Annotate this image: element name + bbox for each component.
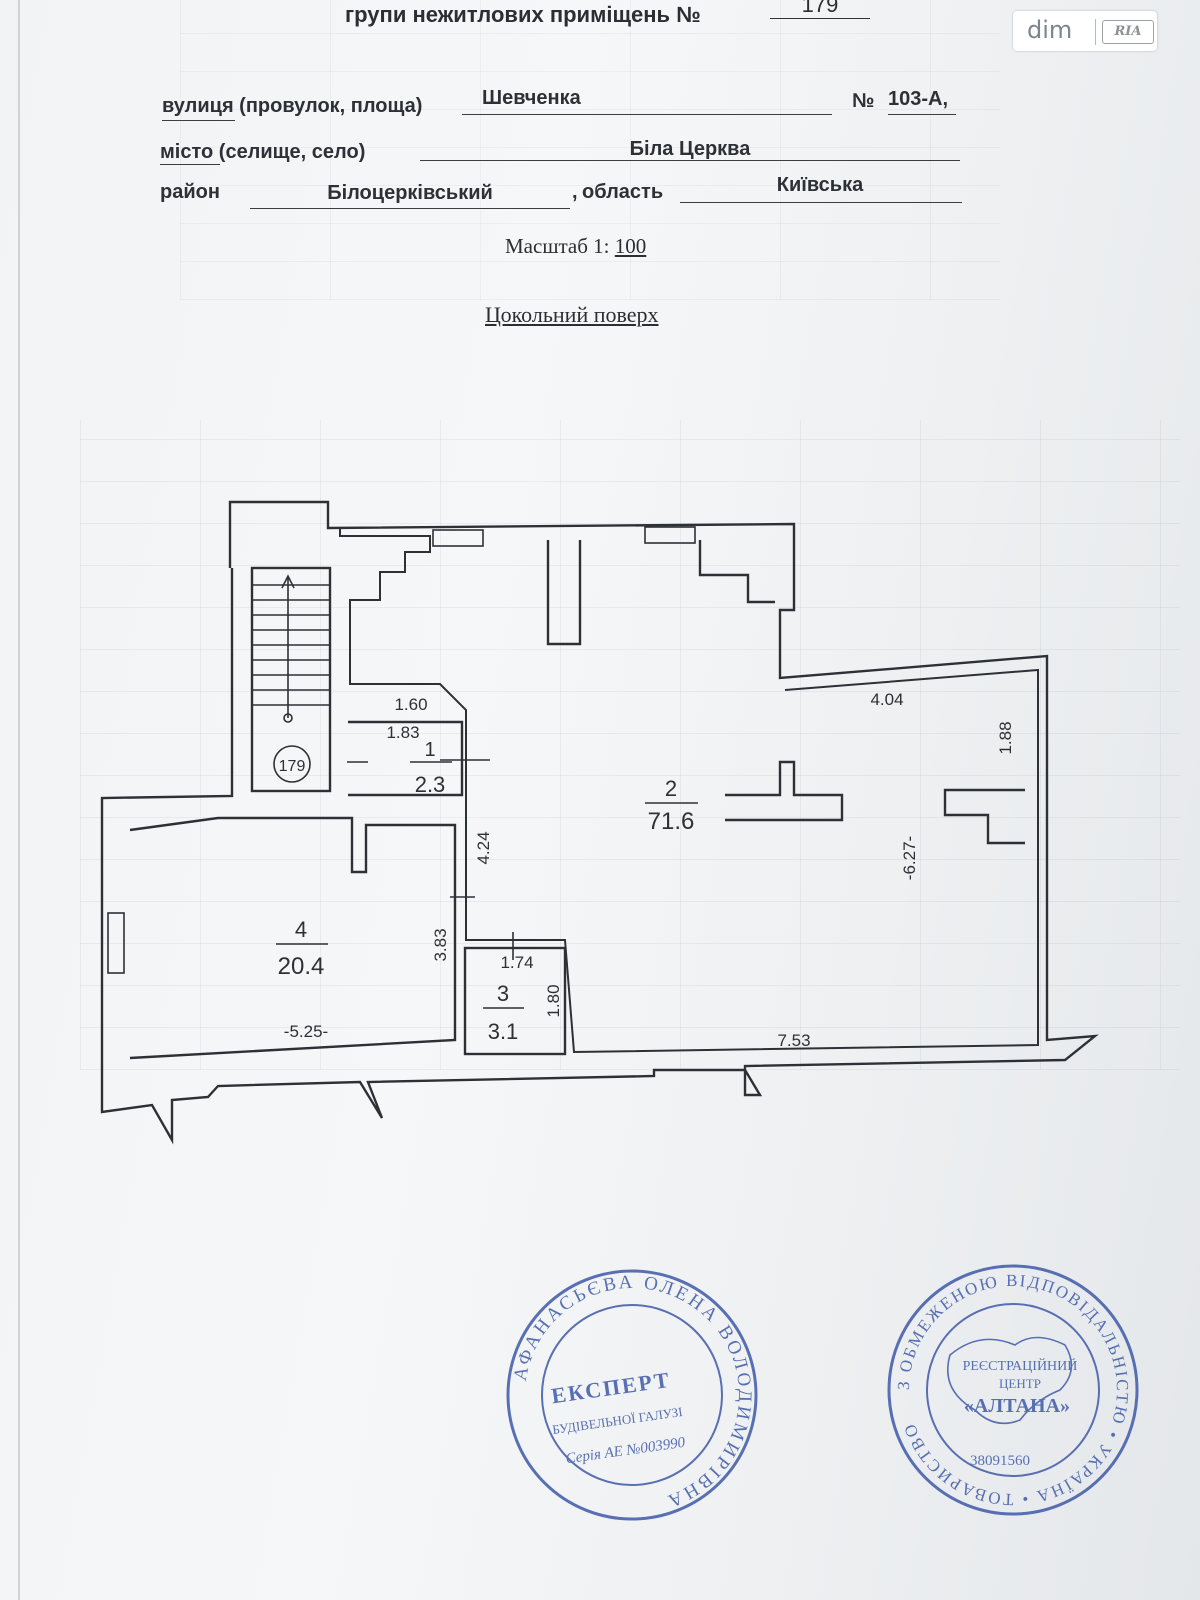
room-4-outline [129,816,457,1060]
company-stamp-line2: ЦЕНТР [999,1376,1041,1391]
street-underline [462,114,832,115]
dim-1-74: 1.74 [500,953,533,972]
district-value: Білоцерківський [327,182,493,204]
column-top [546,540,582,646]
expert-stamp-inner [541,1304,723,1486]
number-label: № [852,90,875,112]
room-2-number: 2 [665,776,677,801]
room-1-area: 2.3 [415,772,446,797]
street-value: Шевченка [482,87,581,109]
outer-wall [100,500,1099,1145]
stair-arrow-head [281,574,295,589]
room-3-number: 3 [497,981,509,1006]
background-grid-top [180,0,1000,300]
dim-1-88: 1.88 [996,721,1015,754]
t-column [725,760,844,822]
number-underline [888,114,956,115]
district-label: район [160,181,220,203]
scale-value: 100 [614,234,647,258]
logo-dim-text: dim [1027,16,1073,44]
scale-line: Масштаб 1: 100 [505,234,646,259]
expert-stamp-line2: БУДІВЕЛЬНОЇ ГАЛУЗІ [551,1404,683,1437]
company-stamp-line3: «АЛТАНА» [964,1395,1070,1417]
dimension-labels: 1.60 1.83 4.04 1.88 4.24 -6.27- 3.83 1.7… [284,690,1015,1050]
group-marker-circle [273,745,311,783]
background-grid [80,420,1180,1070]
city-label: місто (селище, село) [160,141,366,163]
city-label-underline [160,164,220,165]
company-stamp-outer [887,1264,1139,1516]
dim-6-27: -6.27- [900,836,919,880]
dim-4-04: 4.04 [870,690,903,709]
dim-1-60: 1.60 [394,695,427,714]
building-number: 103-А, [888,88,949,110]
region-value: Київська [776,174,864,196]
room-4-area: 20.4 [278,953,325,980]
dim-1-80: 1.80 [544,984,563,1017]
room-labels: 1 2.3 2 71.6 3 3.1 4 20.4 [276,739,698,1044]
company-stamp: З ОБМЕЖЕНОЮ ВІДПОВІДАЛЬНІСТЮ • УКРАЇНА •… [887,1264,1139,1516]
ukraine-map-icon [946,1336,1073,1425]
stair-start [283,713,293,723]
floor-title: Цокольний поверх [485,302,659,327]
region-label: область [582,181,664,203]
company-stamp-inner [926,1303,1100,1477]
dim-4-24: 4.24 [474,831,493,864]
street-label: вулиця (провулок, площа) [162,95,423,117]
logo-divider [1095,19,1096,45]
city-underline [420,160,960,161]
plan-walls [100,500,1099,1145]
logo-ria-text: RIA [1102,20,1154,44]
room-3-outline [463,946,567,1056]
document-title: групи нежитлових приміщень № [345,2,701,27]
window-3 [107,912,125,974]
room-2-area: 71.6 [648,808,695,835]
wall-step-right [698,540,775,604]
region-underline [680,202,962,203]
expert-stamp-line3: Серія АЕ №003990 [565,1435,687,1468]
street-label-underline [162,120,235,121]
dim-7-53: 7.53 [777,1031,810,1050]
group-number: 179 [770,0,870,19]
company-stamp-code: 38091560 [970,1453,1030,1469]
expert-stamp-title: ЕКСПЕРТ [550,1367,672,1408]
dim-1-83: 1.83 [386,723,419,742]
stair-steps [252,584,330,706]
group-marker-label: 179 [279,758,306,775]
right-wall-step [943,788,1025,845]
room-1-outline [348,720,464,797]
dimria-logo: dim RIA [1013,11,1157,51]
room-2-outline [339,528,1039,1054]
dim-3-83: 3.83 [431,928,450,961]
district-underline [250,208,570,209]
expert-stamp-outer [506,1269,758,1521]
company-stamp-line1: РЕЄСТРАЦІЙНИЙ [963,1357,1078,1374]
region-label-comma: , [572,181,578,203]
window-1 [432,529,484,547]
stair-shaft [250,566,332,793]
scale-label: Масштаб 1: [505,234,610,258]
expert-stamp: АФАНАСЬЄВА ОЛЕНА ВОЛОДИМИРІВНА ЕКСПЕРТ Б… [506,1269,758,1521]
room-1-number: 1 [424,739,435,761]
window-2 [644,526,696,544]
dim-5-25: -5.25- [284,1022,328,1041]
room-3-area: 3.1 [488,1019,519,1044]
city-value: Біла Церква [629,138,751,160]
room-4-number: 4 [295,917,307,942]
page-fold [18,0,20,1600]
